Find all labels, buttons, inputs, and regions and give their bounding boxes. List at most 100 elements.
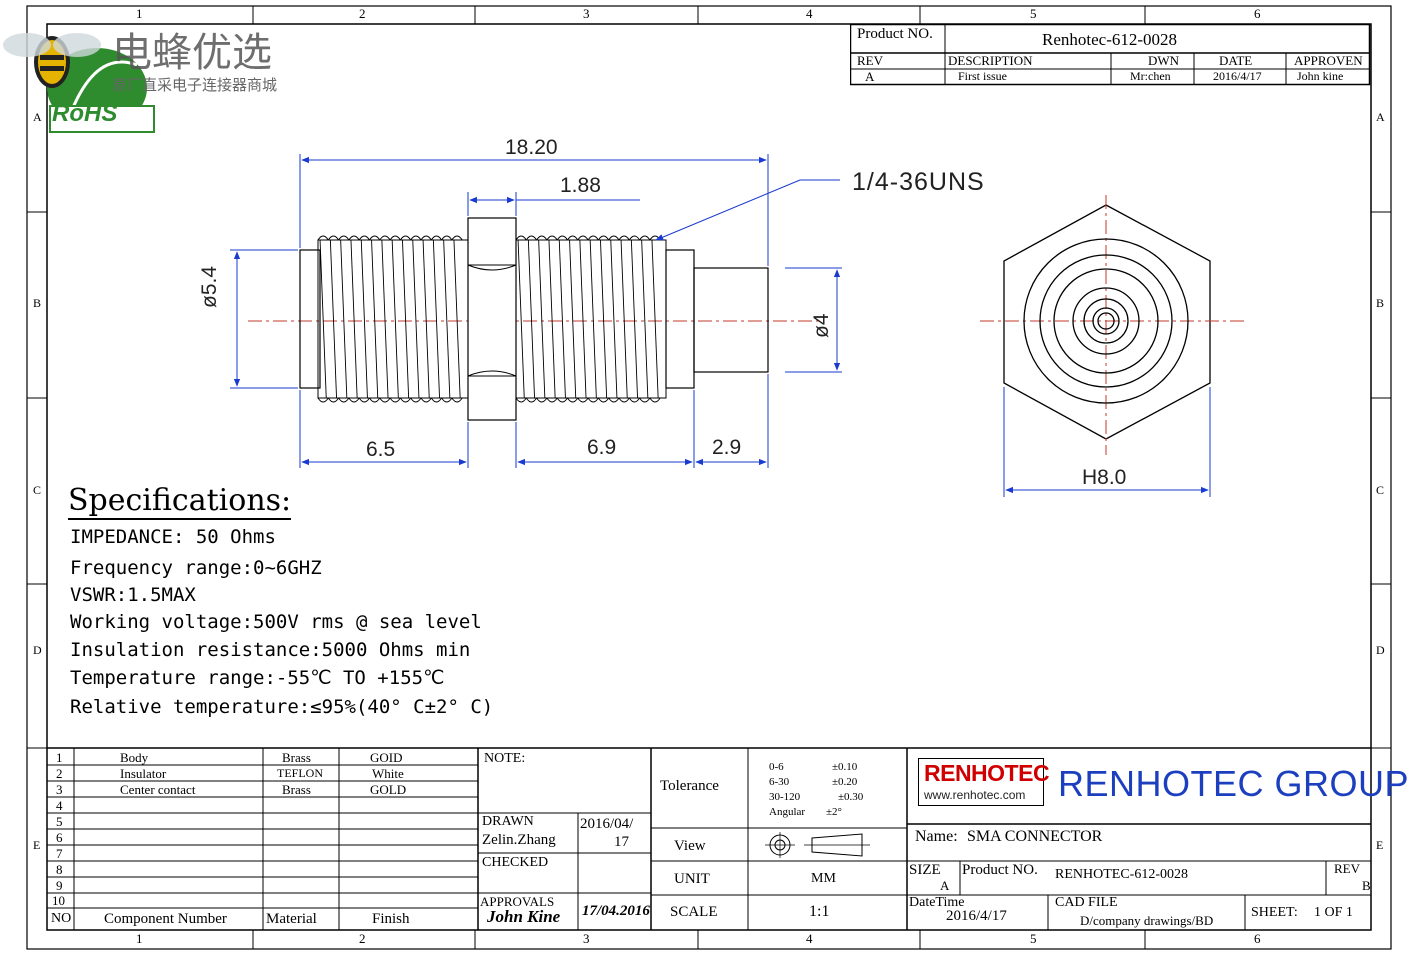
spec-vswr: VSWR:1.5MAX	[70, 584, 196, 606]
product-no-value: Renhotec-612-0028	[1042, 30, 1178, 49]
col-label-4-bottom: 4	[806, 931, 813, 946]
end-view-drawing	[980, 195, 1245, 497]
thread-crest	[536, 235, 548, 403]
rohs-logo	[3, 33, 155, 133]
bom-no-6: 6	[56, 830, 63, 845]
thread-line	[548, 239, 556, 399]
thread-line	[579, 239, 587, 399]
dwn-value: Mr:chen	[1130, 69, 1171, 83]
size-label: SIZE	[909, 862, 941, 878]
tol-value-2: ±0.20	[832, 776, 858, 788]
scale-value: 1:1	[809, 903, 830, 920]
tol-range-2: 6-30	[769, 776, 790, 788]
description-header: DESCRIPTION	[948, 53, 1033, 68]
col-label-6-bottom: 6	[1254, 931, 1261, 946]
thread-crest	[451, 235, 463, 403]
side-view-drawing	[230, 154, 842, 468]
dim-thread-spec: 1/4-36UNS	[852, 168, 985, 196]
bom-no-9: 9	[56, 878, 63, 893]
bom-header-material: Material	[266, 911, 317, 927]
thread-line	[402, 239, 410, 399]
col-label-1: 1	[136, 6, 143, 21]
col-label-2: 2	[359, 6, 366, 21]
col-label-2-bottom: 2	[359, 931, 366, 946]
company-group-name: RENHOTEC GROUP	[1058, 763, 1410, 804]
bom-component-1: Body	[120, 750, 149, 765]
col-label-3-bottom: 3	[583, 931, 590, 946]
thread-line	[589, 239, 597, 399]
bom-material-3: Brass	[282, 782, 311, 797]
thread-crest	[567, 235, 579, 403]
thread-crest	[420, 235, 432, 403]
tolerance-label: Tolerance	[660, 778, 719, 794]
note-label: NOTE:	[484, 751, 526, 766]
company-logo	[918, 758, 1044, 806]
rev-header: REV	[857, 53, 883, 68]
row-label-a: A	[33, 110, 42, 124]
thread-line	[350, 239, 358, 399]
thread-crest	[587, 235, 599, 403]
description-value: First issue	[958, 69, 1008, 83]
product-no-value-bottom: RENHOTEC-612-0028	[1055, 867, 1188, 882]
bom-material-1: Brass	[282, 750, 311, 765]
bom-no-5: 5	[56, 814, 63, 829]
approven-value: John kine	[1297, 69, 1344, 83]
bom-component-2: Insulator	[120, 766, 167, 781]
company-logo-text: RENHOTEC	[924, 760, 1050, 786]
unit-value: MM	[811, 871, 836, 886]
bom-no-10: 10	[52, 893, 65, 908]
thread-crest	[430, 235, 442, 403]
spec-working-voltage: Working voltage:500V rms @ sea level	[70, 611, 482, 633]
thread-line	[620, 239, 628, 399]
thread-crest	[410, 235, 422, 403]
dim-left-length: 6.5	[366, 438, 396, 461]
bom-no-7: 7	[56, 846, 63, 861]
bom-header-component: Component Number	[104, 911, 227, 927]
product-no-label: Product NO.	[857, 26, 933, 42]
drawn-date-line2: 17	[614, 834, 629, 850]
col-label-5: 5	[1030, 6, 1037, 21]
spec-insulation: Insulation resistance:5000 Ohms min	[70, 639, 471, 661]
thread-crest	[400, 235, 412, 403]
row-label-b-right: B	[1376, 296, 1385, 310]
spec-relative-temperature: Relative temperature:≤95%(40° C±2° C)	[70, 696, 494, 718]
bom-material-2: TEFLON	[277, 766, 323, 780]
thread-line	[641, 239, 649, 399]
thread-crest	[515, 235, 527, 403]
bom-finish-1: GOID	[370, 750, 403, 765]
rev-value: A	[865, 69, 875, 84]
thread-line	[453, 239, 461, 399]
dim-right-length: 2.9	[712, 436, 742, 459]
brand-watermark: 电蜂优选	[112, 31, 272, 75]
dwn-header: DWN	[1148, 53, 1180, 68]
dim-overall-length: 18.20	[505, 136, 558, 159]
thread-line	[432, 239, 440, 399]
tol-range-1: 0-6	[769, 761, 784, 773]
thread-line	[630, 239, 638, 399]
row-label-a-right: A	[1376, 110, 1385, 124]
bom-header-no: NO	[51, 911, 72, 926]
specifications-title: Specifications:	[68, 483, 292, 520]
company-logo-url: www.renhotec.com	[924, 788, 1026, 802]
col-label-5-bottom: 5	[1030, 931, 1037, 946]
unit-label: UNIT	[674, 871, 710, 887]
bom-no-1: 1	[56, 750, 63, 765]
thread-line	[538, 239, 546, 399]
bom-no-4: 4	[56, 798, 63, 813]
bom-no-2: 2	[56, 766, 63, 781]
thread-line	[527, 239, 535, 399]
thread-crest	[628, 235, 640, 403]
col-label-4: 4	[806, 6, 813, 21]
thread-crest	[379, 235, 391, 403]
bom-finish-2: White	[372, 766, 404, 781]
drawn-by: Zelin.Zhang	[482, 832, 556, 848]
date-value: 2016/4/17	[1213, 69, 1262, 83]
size-value: A	[940, 878, 950, 893]
thread-crest	[608, 235, 620, 403]
sheet-label: SHEET:	[1251, 905, 1298, 920]
datetime-label: DateTime	[909, 895, 965, 910]
drawn-date-line1: 2016/04/	[580, 816, 634, 832]
thread-line	[360, 239, 368, 399]
thread-line	[569, 239, 577, 399]
